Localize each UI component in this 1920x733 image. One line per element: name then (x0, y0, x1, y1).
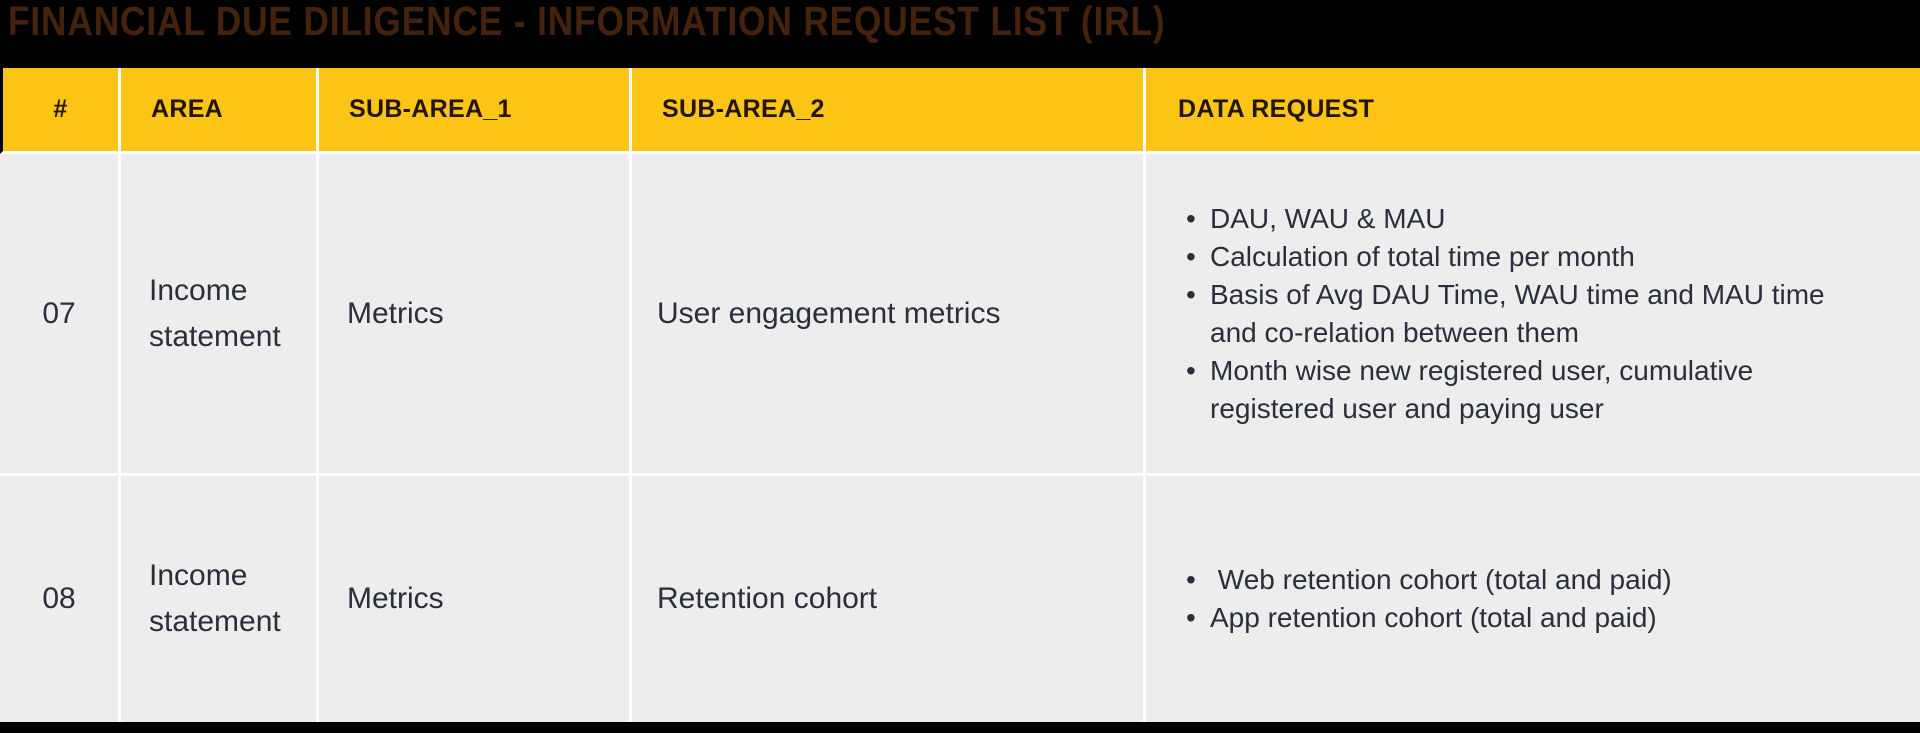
column-header-data-request: DATA REQUEST (1146, 68, 1920, 151)
table-header-row: # AREA SUB-AREA_1 SUB-AREA_2 DATA REQUES… (0, 68, 1920, 154)
bullet-item: Calculation of total time per month (1146, 238, 1920, 276)
irl-table: # AREA SUB-AREA_1 SUB-AREA_2 DATA REQUES… (0, 68, 1920, 722)
column-header-sub-area-2: SUB-AREA_2 (632, 68, 1146, 151)
bullet-item: App retention cohort (total and paid) (1146, 599, 1920, 637)
bullet-line: Web retention cohort (total and paid) (1210, 564, 1672, 595)
column-header-data-request-label: DATA REQUEST (1178, 95, 1375, 123)
bullet-item: Basis of Avg DAU Time, WAU time and MAU … (1146, 276, 1920, 352)
bullet-item: DAU, WAU & MAU (1146, 200, 1920, 238)
table-row: 07 Income statement Metrics User engagem… (0, 154, 1920, 476)
column-header-number-label: # (53, 95, 68, 123)
sub-area-2-cell: Retention cohort (632, 476, 1146, 722)
bullet-line: DAU, WAU & MAU (1210, 202, 1446, 234)
column-header-sub-area-2-label: SUB-AREA_2 (662, 95, 825, 123)
bullet-line: Calculation of total time per month (1210, 240, 1635, 272)
bullet-item: Web retention cohort (total and paid) (1146, 561, 1920, 599)
area-cell: Income statement (121, 154, 319, 473)
sub-area-2-cell: User engagement metrics (632, 154, 1146, 473)
page-title: FINANCIAL DUE DILIGENCE - INFORMATION RE… (8, 0, 1166, 44)
bullet-item: Month wise new registered user, cumulati… (1146, 352, 1920, 428)
column-header-sub-area-1-label: SUB-AREA_1 (349, 95, 512, 123)
sub-area-1-cell: Metrics (319, 154, 632, 473)
row-number-cell: 07 (0, 154, 121, 473)
column-header-area: AREA (121, 68, 319, 151)
data-request-bullet-list: Web retention cohort (total and paid) Ap… (1146, 561, 1920, 637)
column-header-number: # (3, 68, 121, 151)
column-header-area-label: AREA (151, 95, 224, 123)
bullet-line: Basis of Avg DAU Time, WAU time and MAU … (1210, 278, 1825, 310)
title-bar: FINANCIAL DUE DILIGENCE - INFORMATION RE… (0, 0, 1920, 68)
bullet-line: and co-relation between them (1210, 316, 1579, 348)
data-request-cell: DAU, WAU & MAU Calculation of total time… (1146, 154, 1920, 473)
bullet-line: App retention cohort (total and paid) (1210, 602, 1657, 633)
bottom-divider-bar (0, 722, 1920, 733)
column-header-sub-area-1: SUB-AREA_1 (319, 68, 632, 151)
row-number-cell: 08 (0, 476, 121, 722)
bullet-line: registered user and paying user (1210, 392, 1604, 424)
data-request-bullet-list: DAU, WAU & MAU Calculation of total time… (1146, 200, 1920, 428)
bullet-line: Month wise new registered user, cumulati… (1210, 354, 1754, 386)
table-row: 08 Income statement Metrics Retention co… (0, 476, 1920, 722)
sub-area-1-cell: Metrics (319, 476, 632, 722)
data-request-cell: Web retention cohort (total and paid) Ap… (1146, 476, 1920, 722)
area-cell: Income statement (121, 476, 319, 722)
